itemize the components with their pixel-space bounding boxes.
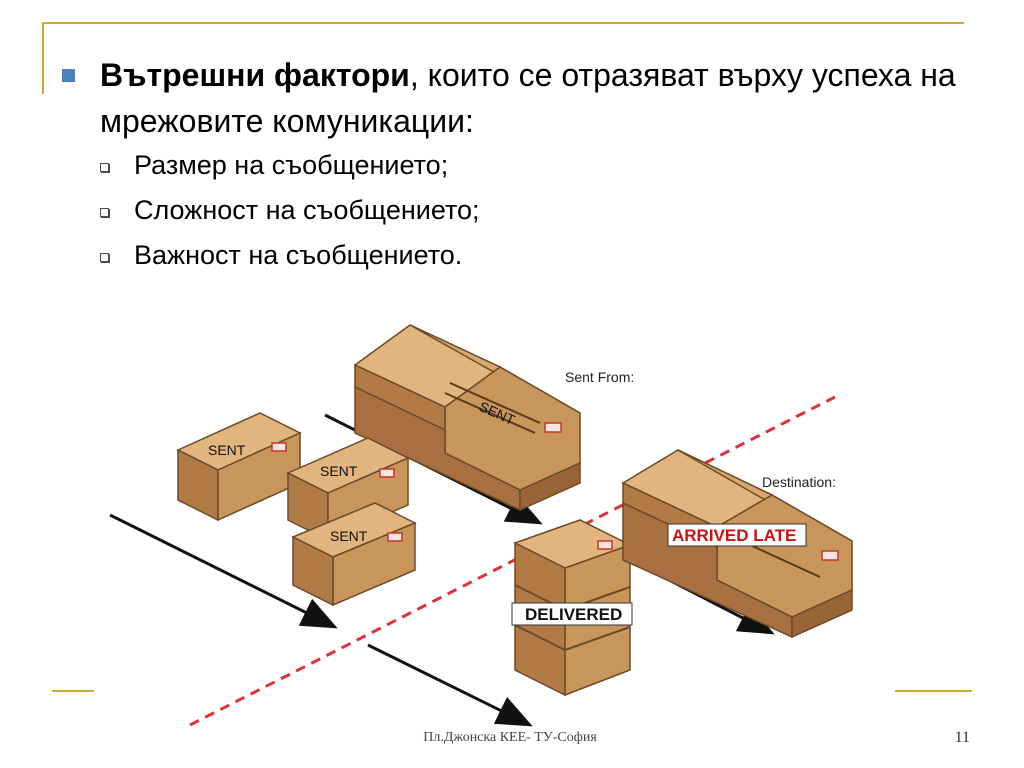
- arrived-late-label: ARRIVED LATE: [672, 526, 796, 545]
- sub-bullet-complexity: Сложност на съобщението;: [100, 190, 480, 230]
- sent-label-small-2: SENT: [320, 463, 358, 479]
- small-sent-box-2: [286, 437, 410, 542]
- message-delivery-illustration: SENT SENT SENT SENT DELIVERED: [109, 324, 853, 727]
- sent-from-caption: Sent From:: [565, 369, 634, 385]
- sent-label-small-3: SENT: [330, 528, 368, 544]
- small-sent-box-1: [176, 412, 302, 522]
- delivered-box-stack: [511, 519, 633, 697]
- sub-bullet-label: Важност на съобщението.: [134, 239, 463, 270]
- hollow-square-bullet-icon: [100, 162, 109, 172]
- sub-bullet-label: Размер на съобщението;: [134, 149, 449, 180]
- sub-bullet-size: Размер на съобщението;: [100, 145, 448, 185]
- delivered-label: DELIVERED: [525, 605, 622, 624]
- hollow-square-bullet-icon: [100, 207, 109, 217]
- destination-caption: Destination:: [762, 474, 836, 490]
- sub-bullet-importance: Важност на съобщението.: [100, 235, 462, 275]
- main-bullet-bold: Вътрешни фактори: [100, 57, 410, 93]
- footer-line-left: [52, 690, 94, 692]
- footer-line-right: [895, 690, 972, 692]
- footer-text: Пл.Джонска КЕЕ- ТУ-София: [423, 730, 597, 745]
- hollow-square-bullet-icon: [100, 252, 109, 262]
- sub-bullet-label: Сложност на съобщението;: [134, 194, 480, 225]
- frame-left-line: [42, 22, 44, 94]
- sent-label-small-1: SENT: [208, 442, 246, 458]
- flow-arrow-3: [367, 643, 533, 727]
- square-bullet-icon: [62, 69, 75, 82]
- main-bullet-text: Вътрешни фактори, които се отразяват вър…: [100, 52, 960, 144]
- main-bullet-rest: , които се отразяват върху успеха на мре…: [100, 57, 956, 139]
- destination-divider: [189, 395, 836, 727]
- small-sent-box-3: [291, 502, 417, 607]
- flow-arrow-1: [109, 513, 338, 629]
- frame-top-line: [42, 22, 964, 24]
- page-number: 11: [954, 729, 970, 746]
- long-sent-box: [353, 324, 581, 512]
- arrived-late-box: [621, 449, 853, 639]
